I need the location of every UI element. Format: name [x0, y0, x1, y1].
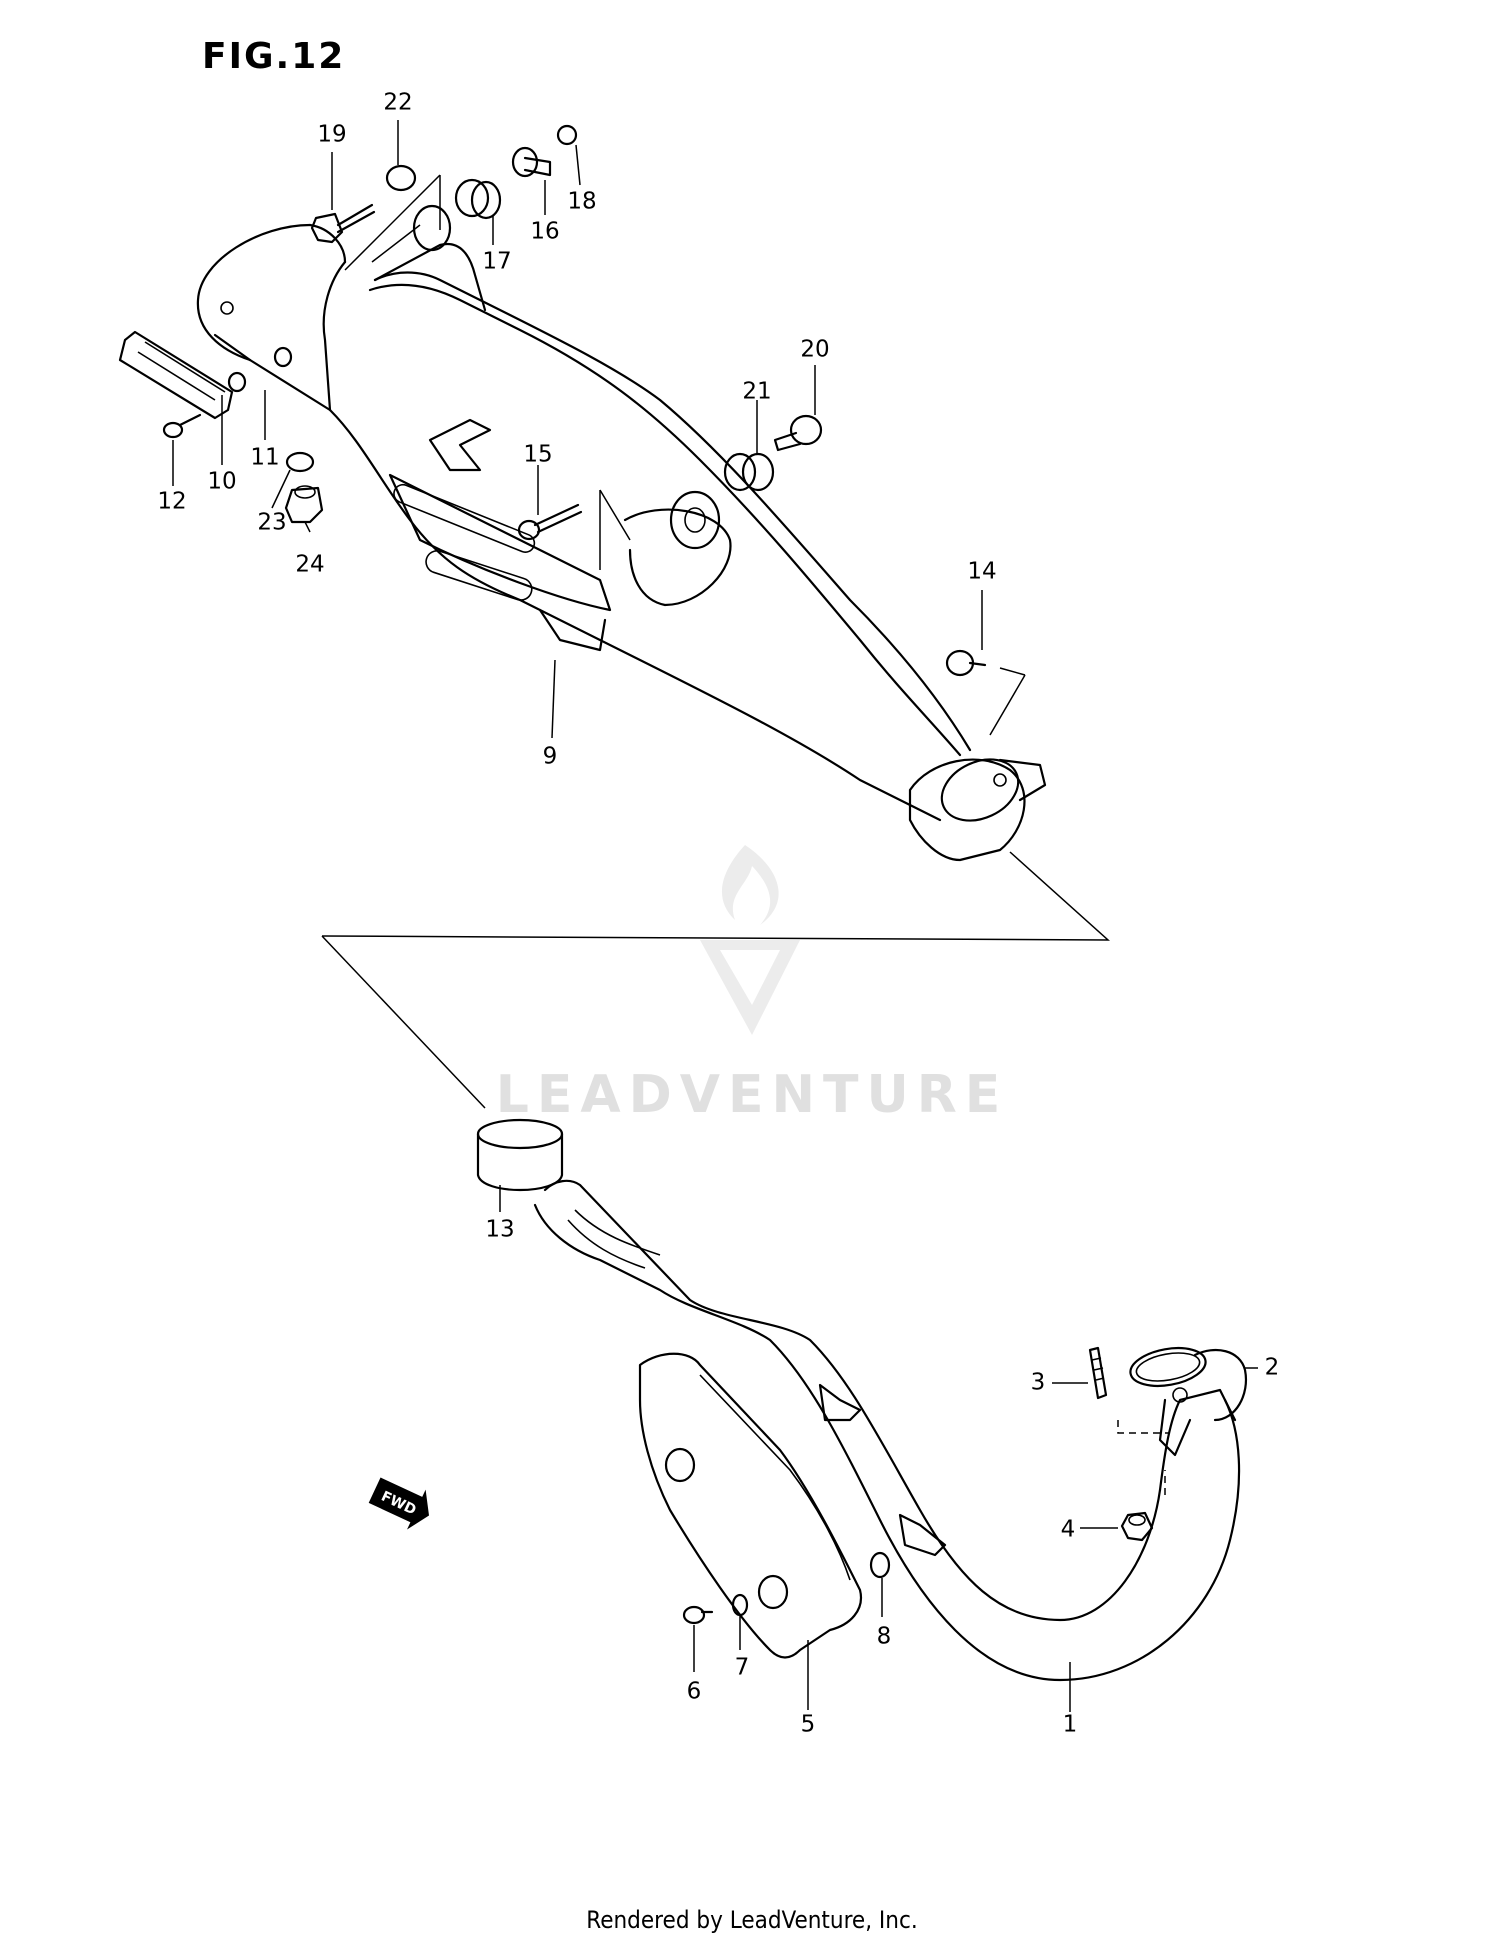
muffler-assembly [196, 204, 1047, 862]
callout-leaders [172, 120, 1258, 1712]
part-24-nut [284, 485, 324, 524]
part-14-bolt [945, 649, 987, 677]
callout-labels: 1 2 3 4 5 6 7 8 9 10 11 12 13 14 15 16 1… [157, 90, 1279, 1738]
callout-20: 20 [800, 337, 829, 363]
callout-22: 22 [383, 90, 412, 116]
part-17-grommet [454, 178, 502, 220]
callout-12: 12 [157, 489, 186, 515]
callout-1: 1 [1063, 1712, 1078, 1738]
figure-title: FIG.12 [202, 36, 345, 77]
callout-4: 4 [1061, 1517, 1076, 1543]
callout-6: 6 [687, 1679, 702, 1705]
part-16-collar [511, 146, 552, 178]
exhaust-pipe-assembly [533, 1179, 1248, 1682]
part-19-bolt [310, 203, 376, 244]
footer-credit: Rendered by LeadVenture, Inc. [586, 1906, 917, 1934]
part-8-washer [869, 1551, 891, 1579]
callout-13: 13 [485, 1217, 514, 1243]
part-13-sleeve [476, 1118, 564, 1192]
part-4-nut [1120, 1511, 1154, 1542]
callout-24: 24 [295, 552, 324, 578]
part-18-nut [556, 124, 578, 146]
callout-14: 14 [967, 559, 996, 585]
callout-8: 8 [877, 1624, 892, 1650]
callout-15: 15 [523, 442, 552, 468]
fwd-direction-arrow-icon: FWD [368, 1477, 430, 1530]
callout-7: 7 [735, 1655, 750, 1681]
callout-19: 19 [317, 122, 346, 148]
callout-11: 11 [250, 445, 279, 471]
part-11-washer [227, 371, 247, 393]
callout-17: 17 [482, 249, 511, 275]
part-15-bolt [517, 503, 583, 541]
flame-logo-icon [700, 845, 800, 1035]
callout-2: 2 [1265, 1355, 1280, 1381]
part-20-collar [773, 414, 823, 452]
part-11b-washer [273, 346, 293, 368]
callout-5: 5 [801, 1712, 816, 1738]
part-23-washer [285, 451, 315, 473]
part-12-screw [162, 413, 202, 439]
callout-16: 16 [530, 219, 559, 245]
part-2-gasket [1129, 1346, 1207, 1388]
part-21-grommet [723, 452, 775, 492]
watermark: LEADVENTURE [496, 845, 1009, 1125]
part-22-washer [385, 164, 417, 192]
callout-3: 3 [1031, 1370, 1046, 1396]
callout-18: 18 [567, 189, 596, 215]
watermark-text: LEADVENTURE [496, 1065, 1009, 1125]
assembly-lines [321, 174, 1170, 1495]
part-5-heat-shield [638, 1352, 863, 1659]
part-7-washer [731, 1593, 749, 1617]
part-10-gasket-plate [118, 330, 234, 420]
callout-21: 21 [742, 379, 771, 405]
callout-10: 10 [207, 469, 236, 495]
callout-23: 23 [257, 510, 286, 536]
callout-9: 9 [543, 744, 558, 770]
part-3-stud [1088, 1346, 1108, 1400]
part-6-screw [682, 1605, 714, 1625]
